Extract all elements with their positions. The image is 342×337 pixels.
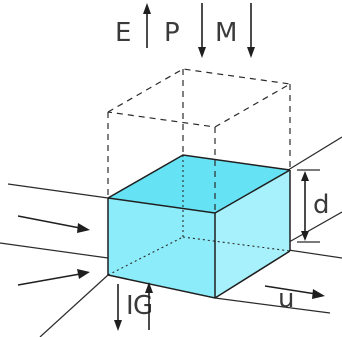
hidden-edge-bottom-left — [107, 236, 184, 276]
atmosphere-column — [107, 68, 292, 213]
depth-arrow-head-down — [301, 231, 309, 241]
velocity-label: u — [278, 284, 294, 314]
top-back-edges — [107, 154, 291, 199]
bottom-front-edges — [107, 250, 291, 299]
channel-bed-left — [39, 274, 109, 337]
channel-near-bank-left — [0, 242, 109, 259]
channel-bed-right-near — [214, 297, 331, 314]
inflow-arrow-upper-head — [77, 223, 90, 233]
evaporation-arrow-head — [143, 3, 151, 14]
infiltration-arrow-head — [114, 320, 122, 331]
water-front-left-face — [108, 198, 215, 298]
inflow-arrows — [17, 215, 90, 286]
channel-far-bank-left — [7, 183, 109, 199]
inflow-arrow-upper-shaft — [17, 215, 81, 229]
infiltration-label: I — [126, 291, 134, 321]
precipitation-label: P — [164, 18, 180, 48]
velocity-arrow-shaft — [264, 285, 317, 295]
top-fluxes: E P M — [115, 3, 255, 58]
inflow-arrow-lower-shaft — [17, 273, 81, 286]
groundwater-arrow-head — [145, 282, 153, 293]
water-volume — [107, 154, 291, 299]
velocity-arrow-head — [312, 289, 325, 299]
outflow-velocity: u — [264, 284, 325, 314]
depth-arrow-head-up — [301, 171, 309, 181]
water-top-surface — [108, 155, 290, 213]
depth-label: d — [313, 190, 330, 220]
water-front-right-face — [215, 170, 290, 298]
melt-label: M — [215, 18, 237, 48]
bottom-fluxes: I G — [114, 282, 153, 331]
groundwater-label: G — [133, 291, 153, 321]
precipitation-arrow-head — [198, 47, 206, 58]
depth-dimension: d — [297, 169, 330, 243]
inflow-arrow-lower-head — [77, 269, 90, 279]
melt-arrow-head — [247, 47, 255, 58]
evaporation-label: E — [115, 18, 131, 48]
column-top-outline — [107, 68, 292, 128]
